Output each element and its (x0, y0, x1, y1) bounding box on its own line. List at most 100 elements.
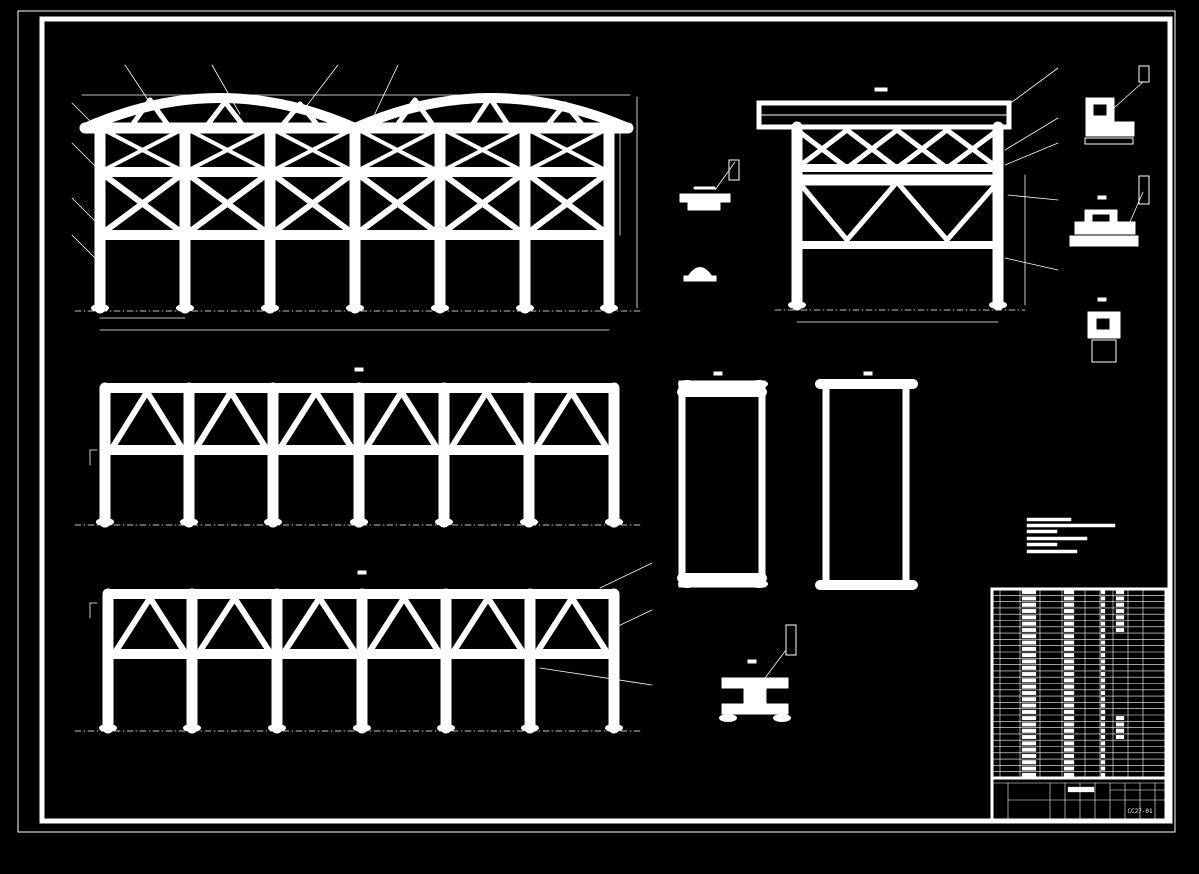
truss-diagonal (228, 389, 270, 453)
table-cell-text (1115, 615, 1125, 620)
table-cell-text (1021, 728, 1037, 733)
roof-plate (756, 100, 1012, 130)
table-cell-text (1115, 627, 1125, 632)
table-cell-text (1021, 634, 1037, 639)
detail-views (679, 65, 1150, 722)
table-cell-text (1115, 728, 1125, 733)
truss-diagonal (485, 595, 527, 657)
table-cell-text (1100, 722, 1106, 727)
table-cell-text (1063, 722, 1075, 727)
table-cell-text (1100, 690, 1106, 695)
leader-line (124, 64, 161, 119)
frame-elevation-b-view (74, 562, 653, 734)
table-cell-text (1021, 735, 1037, 740)
column-base-plate (176, 304, 194, 312)
truss-diagonal (280, 595, 323, 657)
column-base-plate (678, 380, 696, 388)
truss-diagonal (276, 389, 319, 453)
table-cell-text (1100, 772, 1106, 777)
detail-base (1091, 339, 1117, 363)
table-cell-text (1100, 678, 1106, 683)
detail-block (687, 201, 721, 211)
detail-tag (1138, 175, 1150, 205)
truss-diagonal (794, 127, 850, 171)
truss-diagonal (398, 389, 441, 453)
truss-diagonal (483, 389, 526, 453)
technical-notes (1026, 517, 1116, 554)
table-cell-text (1100, 627, 1106, 632)
table-cell-text (1021, 615, 1037, 620)
view-label-mark (357, 570, 367, 575)
table-cell-text (1100, 709, 1106, 714)
table-cell-text (1021, 741, 1037, 746)
table-cell-text (1063, 609, 1075, 614)
truss-diagonal (794, 177, 850, 243)
table-cell-text (1100, 640, 1106, 645)
table-cell-text (1100, 615, 1106, 620)
truss-diagonal (352, 169, 443, 238)
table-cell-text (1115, 722, 1125, 727)
leader-line (71, 234, 97, 260)
bracing-diagonal (183, 126, 272, 174)
table-cell-text (1021, 716, 1037, 721)
table-cell-text (1100, 672, 1106, 677)
column-base-plate (435, 518, 453, 526)
detail-plate (721, 703, 789, 715)
table-cell-text (1021, 653, 1037, 658)
detail-plate (679, 193, 731, 203)
table-cell-text (1021, 659, 1037, 664)
leader-line (1129, 191, 1144, 223)
table-cell-text (1100, 741, 1106, 746)
table-cell-text (1021, 596, 1037, 601)
table-cell-text (1063, 735, 1075, 740)
column-base-plate (521, 724, 539, 732)
table-cell-text (1021, 690, 1037, 695)
table-cell-text (1100, 609, 1106, 614)
truss-diagonal (844, 179, 900, 243)
column-base-plate (520, 518, 538, 526)
table-cell-text (1100, 728, 1106, 733)
column-base-plate (437, 724, 455, 732)
truss-diagonal (231, 595, 274, 657)
leader-line (304, 64, 339, 109)
table-cell-text (1021, 602, 1037, 607)
table-cell-text (1063, 741, 1075, 746)
truss-diagonal (401, 595, 443, 657)
table-cell-text (1063, 684, 1075, 689)
bracing-diagonal (353, 126, 442, 174)
note-line (1026, 542, 1058, 547)
table-cell-text (1063, 716, 1075, 721)
note-line (1026, 517, 1072, 522)
truss-diagonal (944, 179, 1001, 243)
view-label-mark (1097, 297, 1107, 302)
roof-arch (82, 93, 358, 133)
table-cell-text (1100, 760, 1106, 765)
view-label-mark (713, 371, 723, 376)
bracing-diagonal (438, 126, 527, 174)
table-cell-text (1063, 747, 1075, 752)
detail-plate (683, 275, 717, 282)
truss-diagonal (195, 595, 238, 657)
note-line (1026, 549, 1078, 554)
column-base-plate (350, 518, 368, 526)
truss-diagonal (111, 595, 153, 657)
leader-line (71, 102, 97, 128)
truss-diagonal (147, 595, 189, 657)
table-cell-text (1100, 590, 1106, 595)
leader-line (613, 609, 653, 629)
column-base-plate (773, 714, 791, 722)
column-base-plate (268, 724, 286, 732)
table-cell-text (1063, 659, 1075, 664)
truss-diagonal (267, 169, 358, 238)
table-cell-text (1100, 646, 1106, 651)
table-cell-text (1100, 735, 1106, 740)
table-cell-text (1063, 602, 1075, 607)
table-cell-text (1021, 747, 1037, 752)
truss-diagonal (365, 595, 407, 657)
arch-web (222, 99, 248, 131)
leader-line (71, 197, 97, 223)
table-cell-text (1115, 716, 1125, 721)
truss-diagonal (533, 595, 575, 657)
column-base-plate (516, 304, 534, 312)
leader-line (1004, 142, 1059, 166)
